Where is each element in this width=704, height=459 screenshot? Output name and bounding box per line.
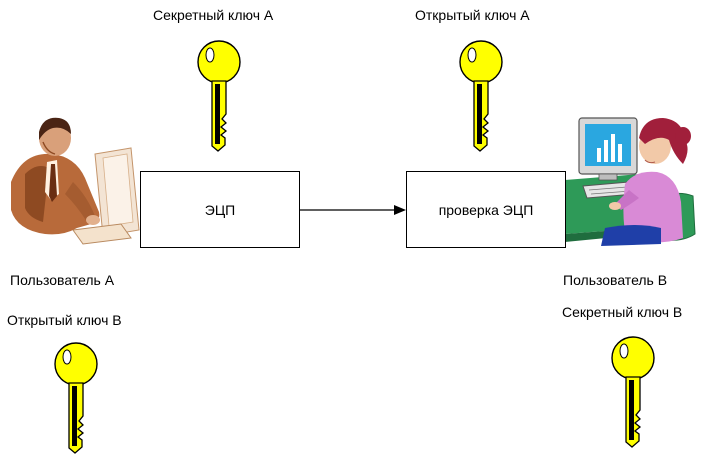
arrow-connector bbox=[300, 205, 406, 215]
key-icon bbox=[459, 40, 503, 152]
key-icon bbox=[54, 342, 98, 454]
key-icon bbox=[197, 40, 241, 152]
signature-box-label: ЭЦП bbox=[204, 201, 236, 218]
signature-box: ЭЦП bbox=[140, 171, 300, 248]
verify-signature-box: проверка ЭЦП bbox=[406, 171, 566, 248]
secret-key-b-label: Секретный ключ В bbox=[562, 304, 683, 320]
woman-at-computer-icon bbox=[565, 117, 696, 246]
man-at-computer-icon bbox=[11, 117, 140, 245]
user-b-label: Пользователь В bbox=[563, 272, 668, 288]
verify-signature-box-label: проверка ЭЦП bbox=[438, 201, 534, 218]
user-a-label: Пользователь А bbox=[10, 272, 115, 288]
public-key-b-label: Открытый ключ В bbox=[7, 312, 122, 328]
secret-key-a-label: Секретный ключ А bbox=[153, 7, 274, 23]
key-icon bbox=[611, 336, 655, 448]
public-key-a-label: Открытый ключ А bbox=[415, 7, 530, 23]
